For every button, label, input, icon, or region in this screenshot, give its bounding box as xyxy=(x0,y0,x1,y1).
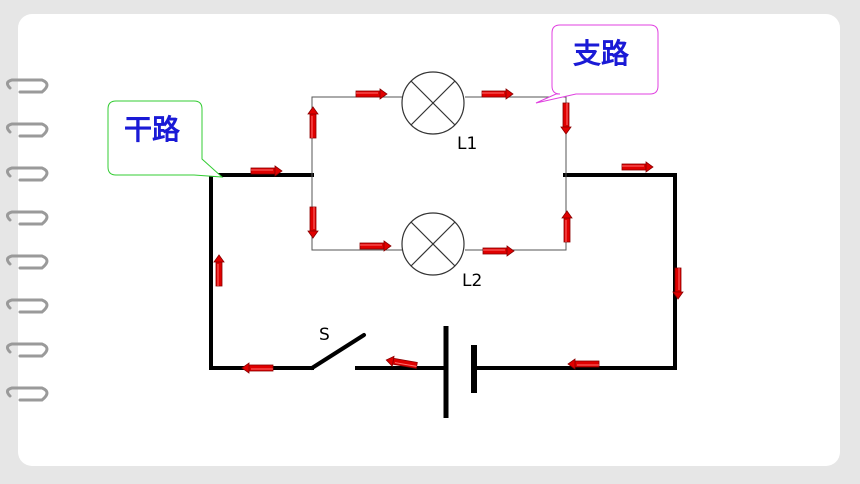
lamp-l1-label: L1 xyxy=(457,134,478,154)
lamp-l2-label: L2 xyxy=(462,271,483,291)
lamp-l1 xyxy=(401,71,465,135)
trunk-callout xyxy=(107,100,224,178)
notebook-rings xyxy=(5,78,49,402)
trunk-callout-text: 干路 xyxy=(124,113,181,146)
branch-callout xyxy=(535,24,659,104)
switch-label: S xyxy=(319,325,330,345)
battery xyxy=(443,326,477,418)
branch-callout-text: 支路 xyxy=(573,37,630,70)
switch-s xyxy=(310,333,366,370)
lamp-l2 xyxy=(401,212,465,276)
